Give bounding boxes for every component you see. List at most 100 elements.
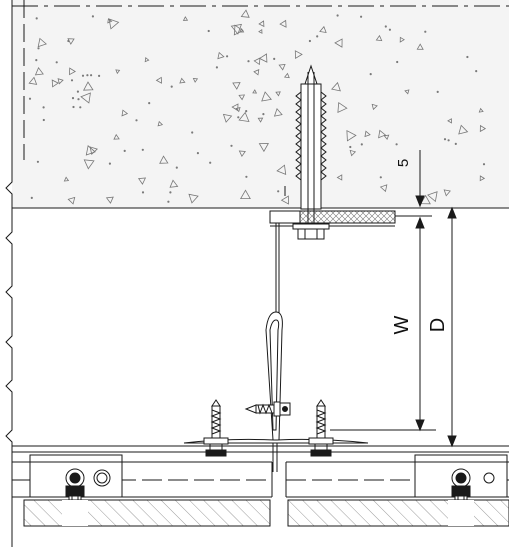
aggregate-mark xyxy=(240,189,251,200)
aggregate-mark xyxy=(34,67,44,76)
aggregate-dot xyxy=(454,142,457,145)
bracket-leg xyxy=(265,223,283,472)
aggregate-dot xyxy=(207,29,210,33)
aggregate-mark xyxy=(137,177,147,185)
aggregate-dot xyxy=(245,175,248,178)
aggregate-mark xyxy=(115,69,121,75)
aggregate-mark xyxy=(371,103,378,111)
aggregate-mark xyxy=(83,159,95,170)
aggregate-dot xyxy=(77,98,80,101)
aggregate-dot xyxy=(28,97,32,100)
aggregate-dot xyxy=(245,110,248,113)
aggregate-mark xyxy=(253,69,260,76)
aggregate-mark xyxy=(346,130,357,142)
aggregate-mark xyxy=(378,129,387,139)
aggregate-mark xyxy=(89,146,98,155)
aggregate-dot xyxy=(42,118,45,122)
aggregate-dot xyxy=(42,106,45,109)
aggregate-dot xyxy=(215,66,218,69)
aggregate-mark xyxy=(283,72,290,79)
aggregate-dot xyxy=(135,119,138,122)
screw-right xyxy=(308,399,334,457)
dimension-labels: 5 W D xyxy=(391,159,449,335)
aggregate-mark xyxy=(28,76,38,85)
aggregate-mark xyxy=(83,81,94,91)
aggregate-mark xyxy=(85,145,96,156)
aggregate-dot xyxy=(336,14,339,17)
aggregate-dot xyxy=(36,160,40,163)
aggregate-dot xyxy=(108,162,112,165)
aggregate-dot xyxy=(273,57,276,61)
aggregate-mark xyxy=(364,130,371,138)
aggregate-mark xyxy=(113,133,120,140)
aggregate-mark xyxy=(276,164,287,176)
aggregate-mark xyxy=(416,43,424,50)
aggregate-mark xyxy=(232,82,241,90)
aggregate-mark xyxy=(399,36,405,43)
aggregate-mark xyxy=(458,124,469,135)
aggregate-mark xyxy=(179,77,186,84)
aggregate-dot xyxy=(475,70,478,73)
aggregate-mark xyxy=(238,94,246,101)
aggregate-mark xyxy=(155,76,162,84)
aggregate-mark xyxy=(334,38,343,48)
aggregate-dot xyxy=(262,113,265,116)
aggregate-mark xyxy=(238,150,246,157)
rail-screws xyxy=(203,399,334,457)
aggregate-mark xyxy=(319,25,327,34)
aggregate-dot xyxy=(123,149,126,152)
aggregate-mark xyxy=(231,103,239,112)
aggregate-mark xyxy=(443,189,451,197)
aggregate-dot xyxy=(148,102,151,105)
aggregate-mark xyxy=(427,191,438,203)
aggregate-mark xyxy=(279,19,287,28)
aggregate-mark xyxy=(69,67,76,76)
aggregate-mark xyxy=(275,91,281,97)
gap-dimension-label: 5 xyxy=(395,159,412,167)
aggregate-mark xyxy=(261,91,272,102)
aggregate-mark xyxy=(252,89,258,94)
aggregate-mark xyxy=(257,117,264,123)
aggregate-dot xyxy=(237,116,240,119)
aggregate-dot xyxy=(396,60,399,64)
aggregate-dot xyxy=(395,143,398,146)
aggregate-mark xyxy=(51,79,59,88)
aggregate-dot xyxy=(141,148,144,151)
aggregate-mark xyxy=(447,118,452,124)
wall-anchor xyxy=(284,64,330,240)
aggregate-mark xyxy=(383,134,390,140)
concrete-wall xyxy=(12,0,509,209)
aggregate-dot xyxy=(388,28,391,31)
aggregate-dot xyxy=(98,74,101,78)
aggregate-mark xyxy=(157,120,164,127)
aggregate-mark xyxy=(121,109,129,117)
aggregate-dot xyxy=(90,74,93,77)
aggregate-dot xyxy=(55,61,58,64)
aggregate-dot xyxy=(76,90,80,93)
aggregate-mark xyxy=(258,143,269,153)
aggregate-mark xyxy=(80,92,91,104)
width-dimension-label: W xyxy=(391,315,413,334)
aggregate-dot xyxy=(175,166,178,169)
aggregate-dot xyxy=(170,85,173,88)
aggregate-mark xyxy=(258,20,265,28)
aggregate-mark xyxy=(217,51,225,60)
aggregate-dot xyxy=(308,39,311,43)
aggregate-dot xyxy=(35,17,38,20)
aggregate-dot xyxy=(230,144,233,147)
aggregate-dot xyxy=(316,35,319,38)
aggregate-dot xyxy=(191,131,194,134)
depth-dimension-label: D xyxy=(427,318,449,332)
aggregate-dot xyxy=(436,90,439,94)
aggregate-mark xyxy=(258,28,263,34)
aggregate-mark xyxy=(253,57,261,66)
aggregate-dot xyxy=(72,105,75,109)
aggregate-dot xyxy=(37,47,40,50)
aggregate-mark xyxy=(222,113,233,123)
aggregate-mark xyxy=(37,37,47,48)
aggregate-dot xyxy=(369,73,372,76)
aggregate-dot xyxy=(141,191,145,194)
aggregate-mark xyxy=(57,78,64,85)
aggregate-mark xyxy=(159,155,169,164)
